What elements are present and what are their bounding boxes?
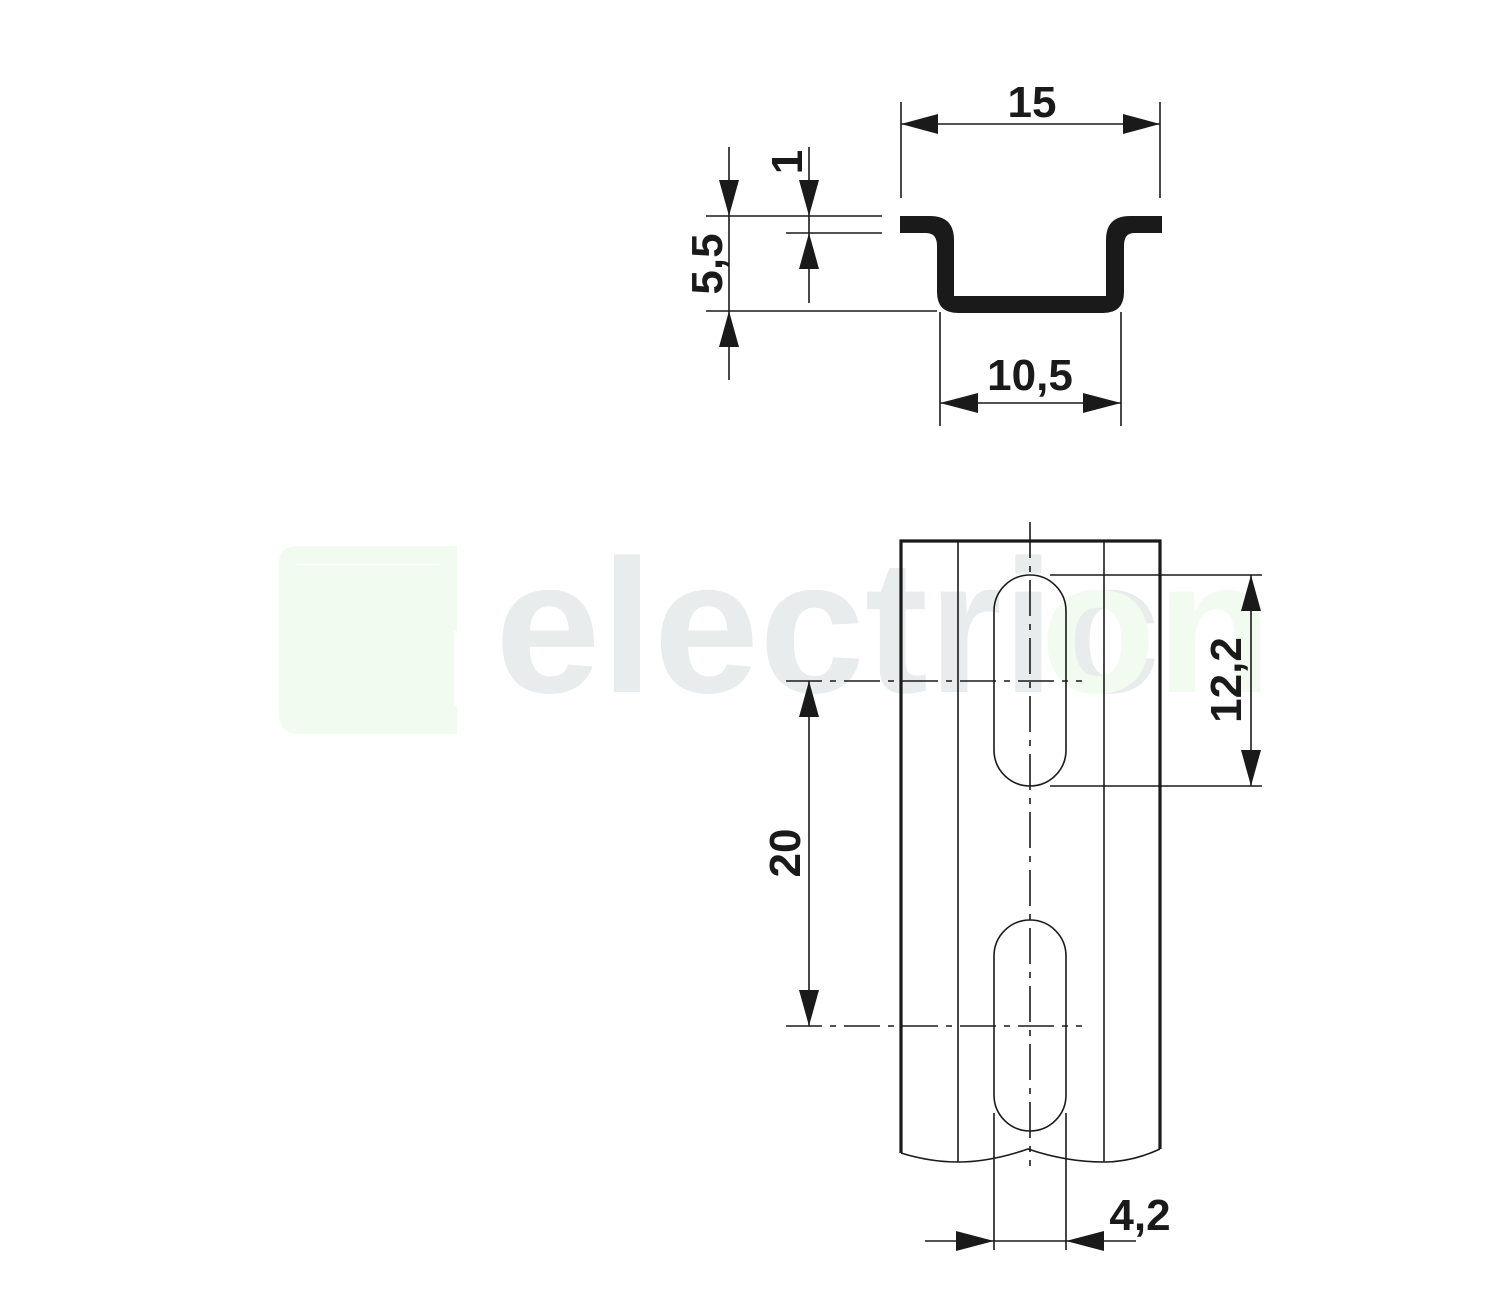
dim-label-15: 15 <box>1008 78 1057 127</box>
dimension-height: 5,5 <box>683 147 937 380</box>
front-view: 20 12,2 4,2 <box>761 522 1262 1251</box>
rail-profile-section <box>900 216 1162 313</box>
dimension-thickness: 1 <box>763 147 882 303</box>
watermark-logo-icon <box>279 546 457 734</box>
watermark-brand-grey: electric <box>495 521 1160 733</box>
dim-label-5-5: 5,5 <box>683 233 732 294</box>
dim-label-1: 1 <box>763 150 812 174</box>
dim-label-4-2: 4,2 <box>1109 1191 1170 1240</box>
break-line <box>900 1148 1161 1163</box>
profile-view: 15 10,5 5,5 1 <box>683 78 1162 426</box>
dim-label-20: 20 <box>761 829 810 878</box>
dim-label-10-5: 10,5 <box>987 351 1073 400</box>
dim-label-12-2: 12,2 <box>1202 637 1251 723</box>
dimension-slot-width: 4,2 <box>925 1113 1171 1251</box>
dimension-slot-pitch: 20 <box>761 681 819 1026</box>
watermark: electric on <box>279 521 1272 734</box>
dimension-inner-width: 10,5 <box>939 312 1122 426</box>
dimension-slot-length: 12,2 <box>1050 574 1262 787</box>
dimension-overall-width: 15 <box>900 78 1161 198</box>
watermark-brand-green: on <box>1040 521 1272 733</box>
